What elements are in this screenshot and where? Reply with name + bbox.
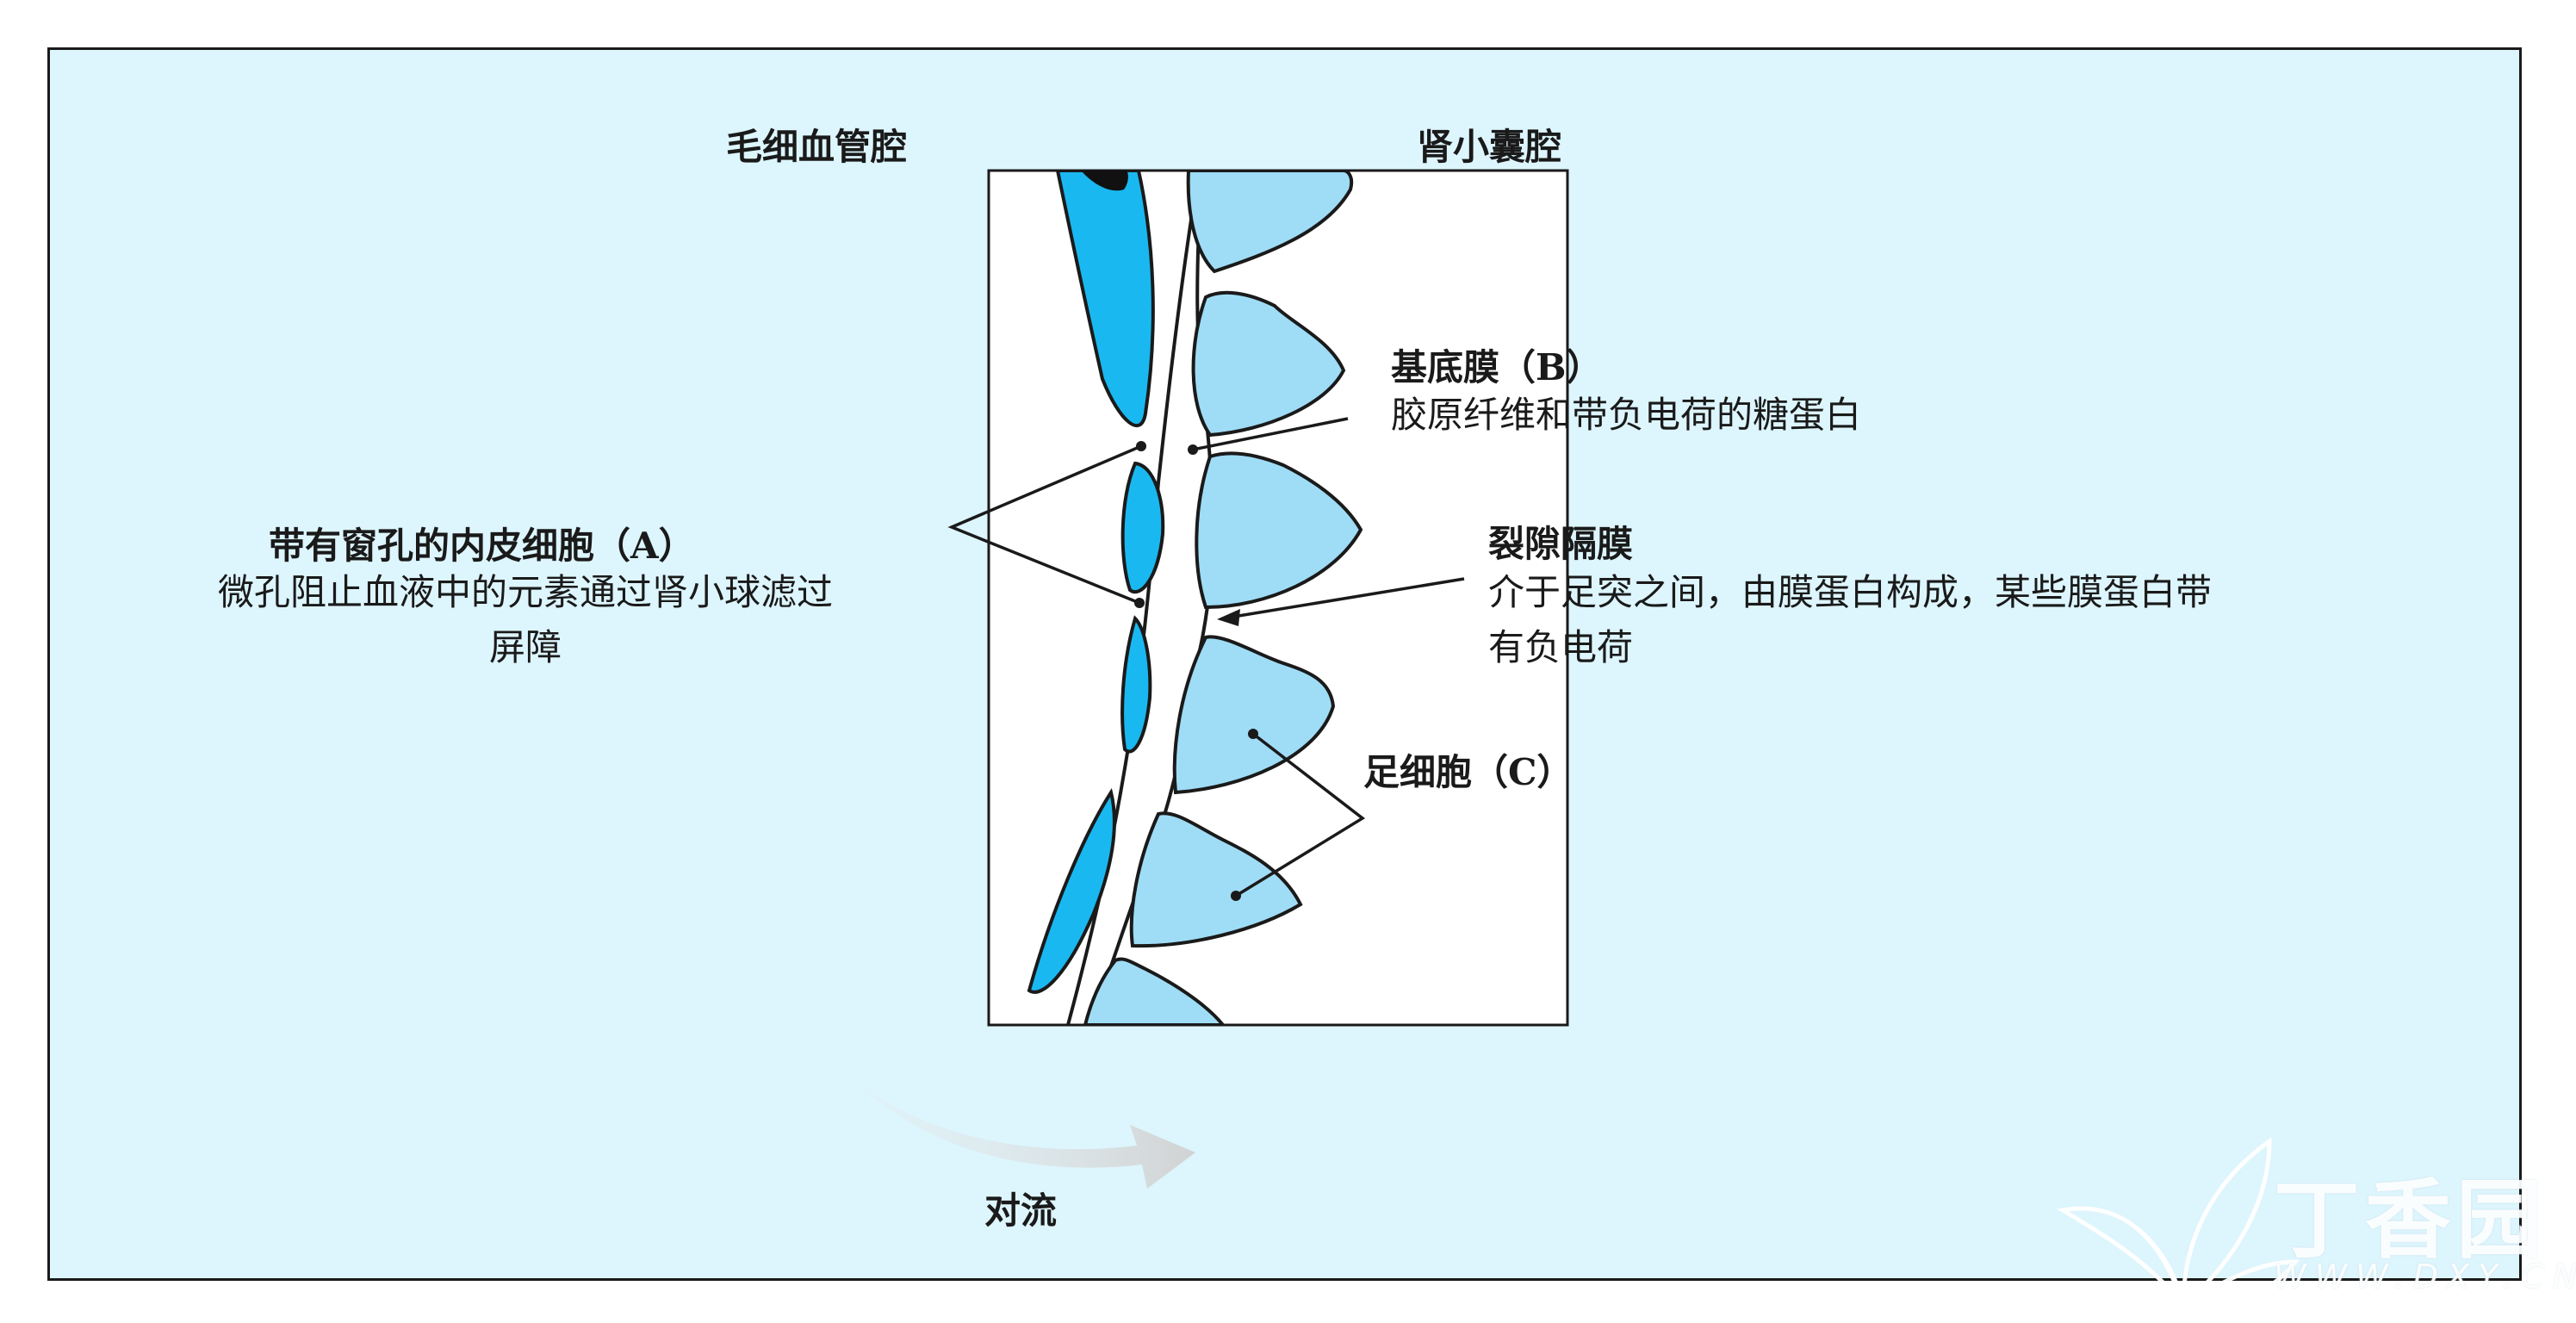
watermark-url: WWW.DXY.CN bbox=[2274, 1258, 2576, 1295]
slit-diaphragm-desc: 介于足突之间，由膜蛋白构成，某些膜蛋白带 有负电荷 bbox=[1488, 565, 2212, 675]
endothelial-cell bbox=[1027, 788, 1116, 994]
countercurrent-label: 对流 bbox=[984, 1189, 1058, 1232]
podocyte-foot-process bbox=[1191, 290, 1346, 438]
endothelial-cell bbox=[1055, 171, 1155, 427]
leader-endothelial bbox=[947, 444, 1142, 605]
podocyte-cell-body bbox=[1129, 811, 1303, 948]
endothelial-nucleus bbox=[1081, 171, 1128, 191]
podocyte-foot-process bbox=[1186, 171, 1354, 274]
leader-slit-diaphragm bbox=[1222, 577, 1465, 620]
bowman-space-label: 肾小囊腔 bbox=[1417, 126, 1562, 168]
leader-podocyte bbox=[1235, 732, 1366, 898]
dxy-logo-icon bbox=[2056, 1137, 2300, 1310]
endothelial-desc-line1: 微孔阻止血液中的元素通过肾小球滤过 bbox=[217, 571, 833, 613]
endothelial-cell bbox=[1120, 461, 1165, 593]
slit-desc-line1: 介于足突之间，由膜蛋白构成，某些膜蛋白带 bbox=[1488, 571, 2213, 613]
capillary-lumen-label: 毛细血管腔 bbox=[726, 126, 908, 168]
watermark-text: 丁香园 bbox=[2274, 1170, 2548, 1270]
endothelial-desc-line2: 屏障 bbox=[488, 626, 562, 668]
countercurrent-arrow bbox=[861, 1085, 1195, 1189]
leader-basement-membrane bbox=[1192, 417, 1349, 451]
slit-desc-line2: 有负电荷 bbox=[1488, 626, 1634, 668]
endothelial-cell-desc: 微孔阻止血液中的元素通过肾小球滤过 屏障 bbox=[146, 565, 904, 675]
podocyte-foot-process bbox=[1195, 451, 1363, 610]
slit-diaphragm-arrowhead bbox=[1217, 609, 1240, 626]
basement-membrane-title: 基底膜（B） bbox=[1391, 346, 1603, 388]
podocyte-foot-process bbox=[1083, 957, 1226, 1025]
slit-diaphragm-title: 裂隙隔膜 bbox=[1488, 523, 1634, 565]
endothelial-cell-title: 带有窗孔的内皮细胞（A） bbox=[269, 525, 695, 567]
podocyte-cell-body bbox=[1172, 635, 1336, 795]
podocyte-title: 足细胞（C） bbox=[1363, 751, 1574, 793]
endothelial-cell bbox=[1120, 615, 1152, 754]
basement-membrane-desc: 胶原纤维和带负电荷的糖蛋白 bbox=[1391, 394, 1862, 436]
